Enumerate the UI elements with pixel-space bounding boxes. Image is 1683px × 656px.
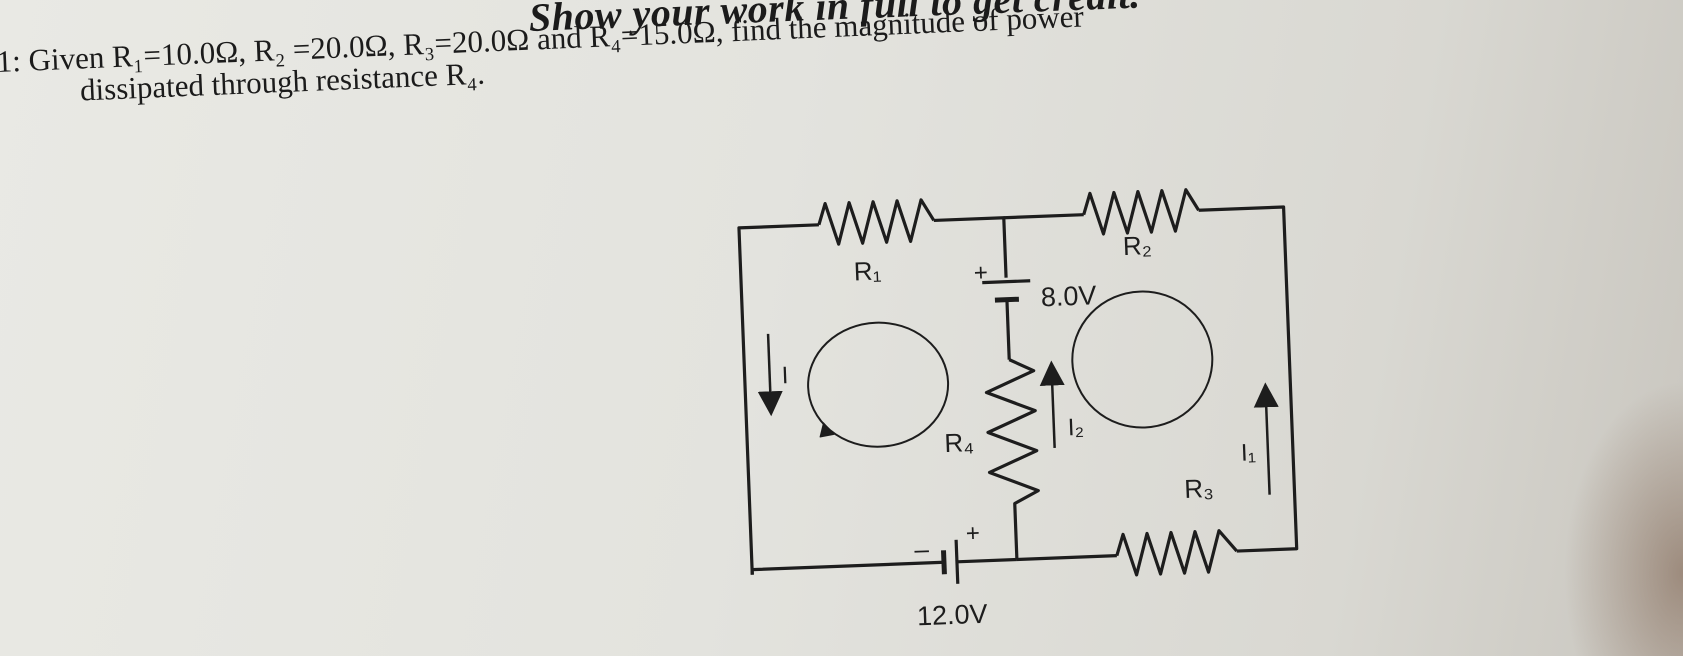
r3-label: R₃ <box>1184 473 1215 504</box>
left-loop-circle <box>807 321 950 448</box>
battery-12v-label: 12.0V <box>916 599 988 632</box>
current-i2-label: I₂ <box>1067 414 1084 442</box>
hand-shadow <box>1563 380 1683 656</box>
battery-8v-plus: + <box>973 259 988 287</box>
battery-12v-long-plate <box>954 539 960 584</box>
r1-label: R₁ <box>853 255 882 286</box>
r4-resistor <box>984 358 1040 560</box>
current-i2-arrow <box>1039 360 1065 449</box>
current-i1-arrow <box>1253 382 1279 495</box>
r1-resistor <box>817 198 936 246</box>
top-right-wire-left <box>1003 213 1084 220</box>
battery-8v-long-plate <box>982 279 1031 285</box>
right-loop-circle <box>1071 290 1214 429</box>
r2-label: R₂ <box>1122 230 1152 261</box>
left-wire <box>737 223 819 575</box>
r4-label: R₄ <box>944 427 975 458</box>
bottom-wire-middle <box>956 557 1017 564</box>
bottom-wire-left <box>750 560 945 575</box>
current-i-label: I <box>781 362 789 389</box>
battery-12v-minus: – <box>914 534 930 565</box>
current-i-arrow <box>757 333 783 417</box>
bottom-wire-right <box>1016 554 1117 562</box>
r2-resistor <box>1082 188 1200 236</box>
right-wire <box>1198 205 1299 553</box>
battery-12v-plus: + <box>965 520 980 548</box>
middle-branch-wire <box>1005 299 1011 360</box>
top-middle-wire <box>933 216 1008 278</box>
r3-resistor <box>1115 529 1238 577</box>
left-loop-arrow <box>819 422 835 438</box>
current-i1-label: I₁ <box>1240 439 1256 467</box>
battery-8v-label: 8.0V <box>1040 280 1097 312</box>
